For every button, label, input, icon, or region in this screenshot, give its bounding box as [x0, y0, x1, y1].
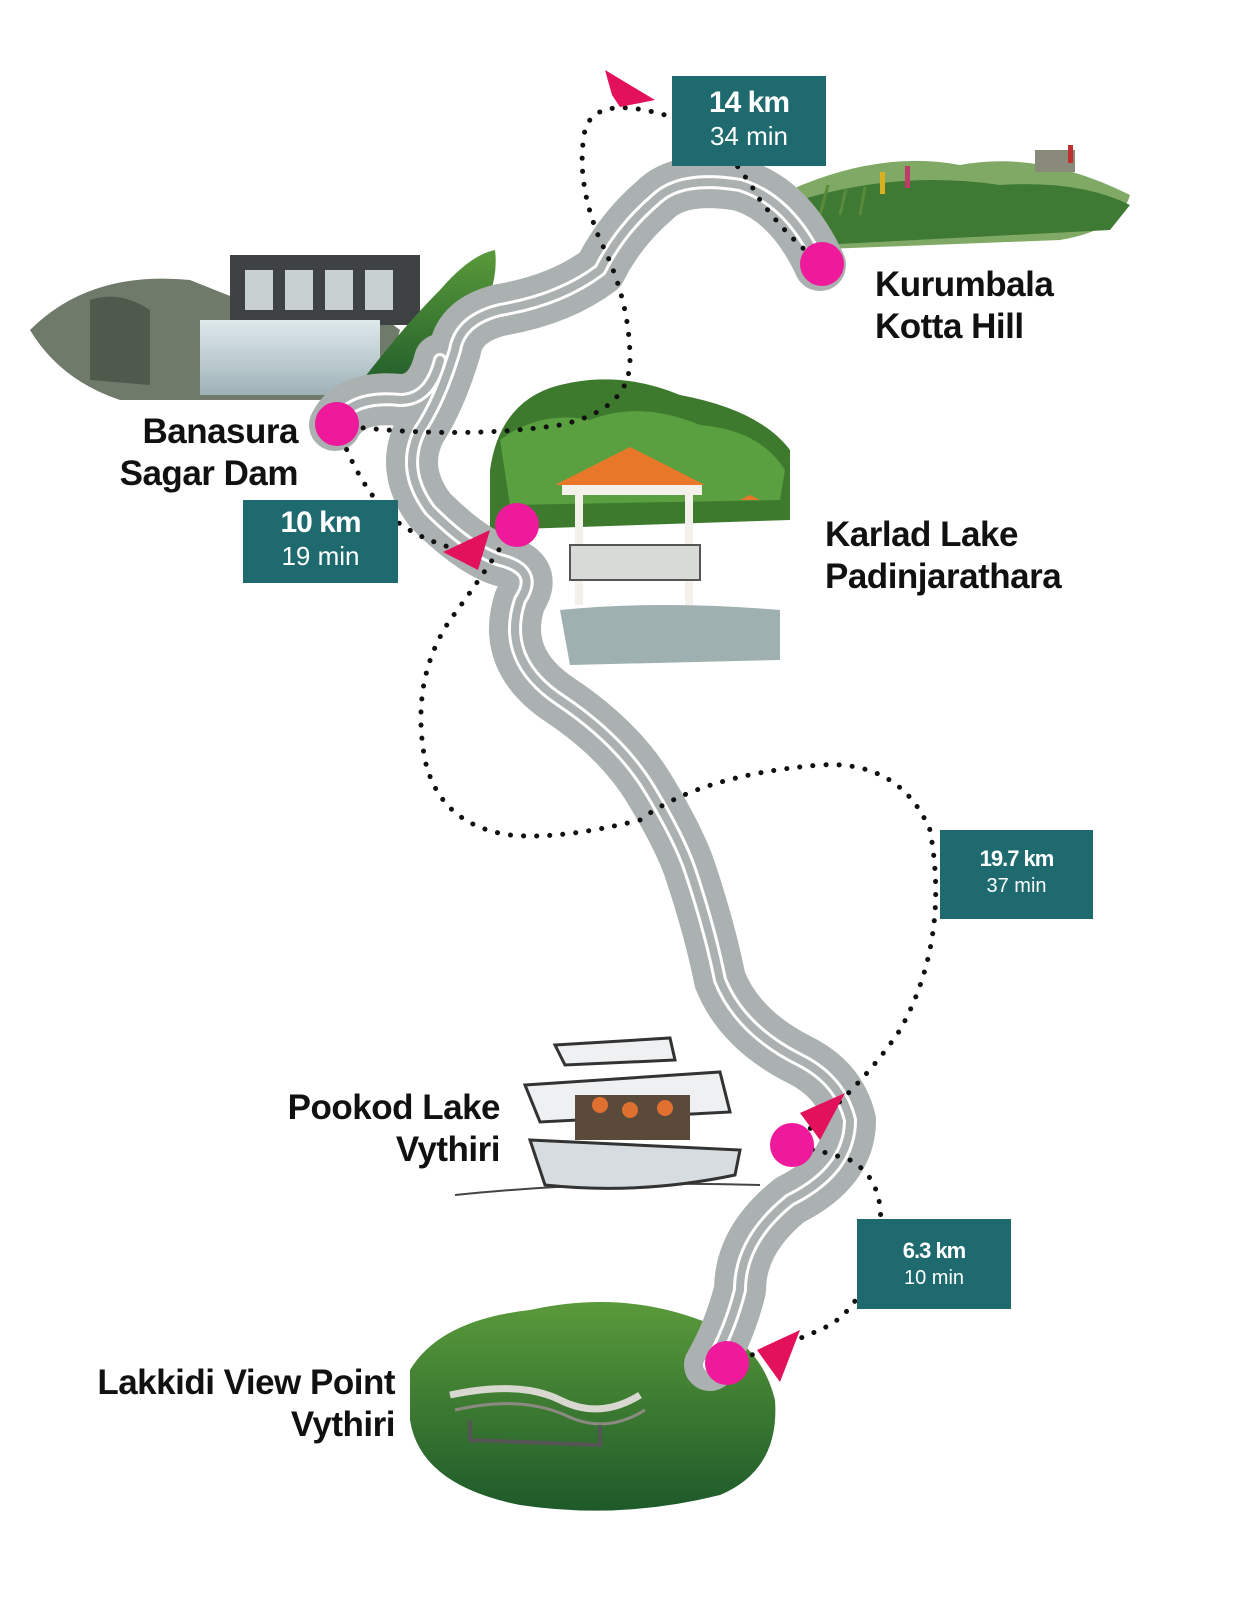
arrow-icon: [757, 1330, 800, 1382]
place-label-pookod: Pookod Lake Vythiri: [287, 1088, 501, 1169]
lakkidi-forest-illustration: [410, 1302, 776, 1511]
stop-marker-karlad[interactable]: [495, 503, 539, 547]
stop-marker-pookod[interactable]: [770, 1123, 814, 1167]
place-label-banasura: Banasura Sagar Dam: [119, 412, 299, 493]
arrow-icon: [800, 1093, 845, 1140]
distance-badge-kurumbala: 14 km 34 min: [672, 76, 826, 166]
pookod-boat-illustration: [454, 1036, 761, 1196]
distance-badge-pookod: 19.7 km 37 min: [940, 830, 1093, 919]
route-leg-karlad: [334, 422, 463, 553]
route-leg-kurumbala: [334, 105, 823, 435]
karlad-lake-illustration: [490, 379, 790, 665]
arrow-icon: [443, 530, 490, 570]
banasura-dam-illustration: [30, 250, 496, 400]
place-label-karlad: Karlad Lake Padinjarathara: [825, 515, 1062, 596]
route-leg-pookod: [418, 522, 939, 1148]
stop-marker-lakkidi[interactable]: [705, 1341, 749, 1385]
kurumbala-hill-illustration: [790, 145, 1130, 250]
arrow-icon: [605, 70, 655, 107]
distance-badge-lakkidi: 6.3 km 10 min: [857, 1219, 1011, 1309]
stop-marker-kurumbala[interactable]: [800, 242, 844, 286]
place-label-lakkidi: Lakkidi View Point Vythiri: [97, 1363, 395, 1444]
distance-badge-karlad: 10 km 19 min: [243, 500, 398, 583]
place-label-kurumbala: Kurumbala Kotta Hill: [875, 265, 1054, 346]
stop-marker-banasura[interactable]: [315, 402, 359, 446]
